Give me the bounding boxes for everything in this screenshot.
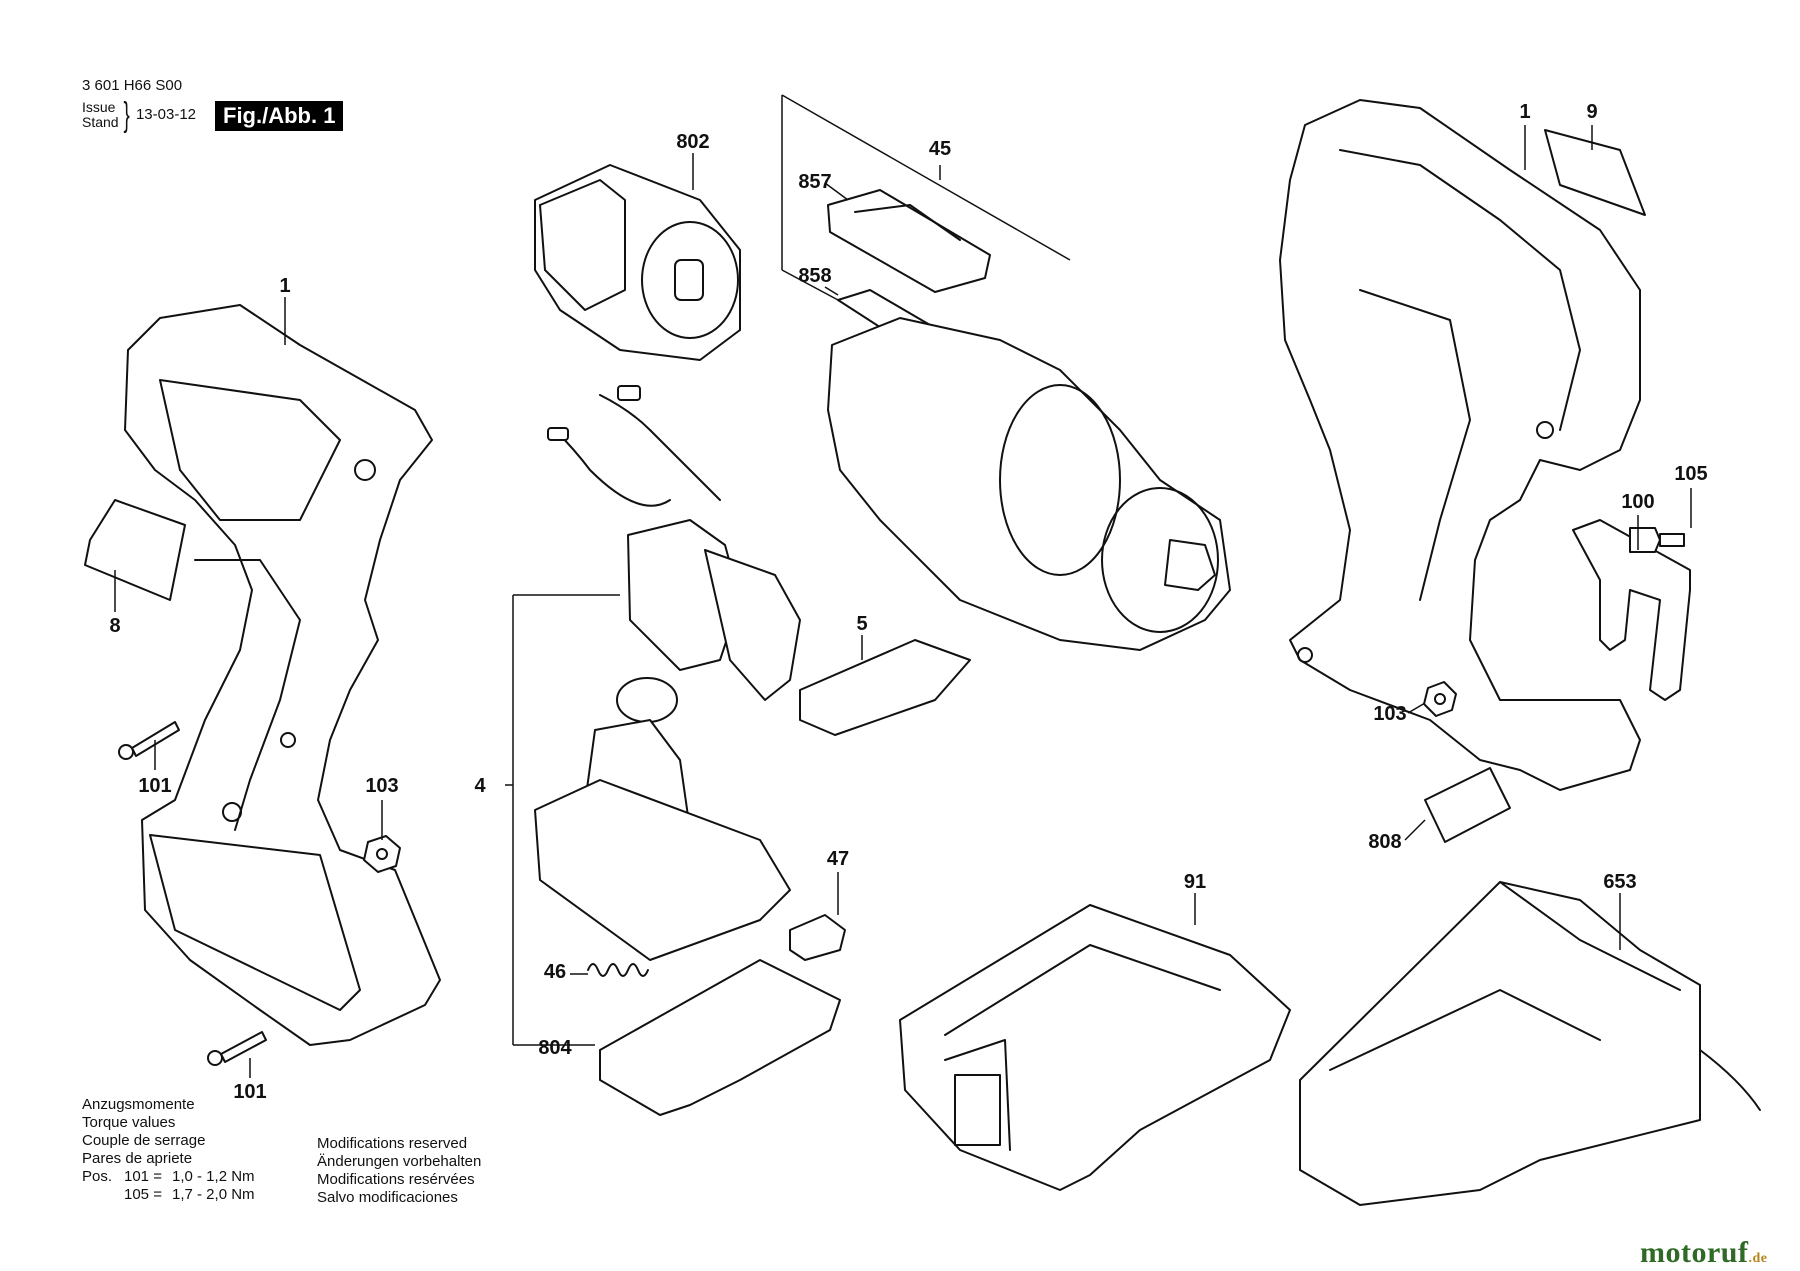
part-number-45: 45 xyxy=(929,138,951,160)
block-47 xyxy=(789,914,846,961)
torque-pos: 105 = xyxy=(124,1186,162,1203)
sticker-label-808 xyxy=(1424,767,1511,843)
pad-5 xyxy=(799,639,971,736)
nut-103-left xyxy=(363,835,401,873)
torque-title-es: Pares de apriete xyxy=(82,1150,193,1167)
figure-label: Fig./Abb. 1 xyxy=(215,101,344,131)
housing-left-half xyxy=(124,304,441,1046)
part-number-91: 91 xyxy=(1184,871,1206,893)
document-number: 3 601 H66 S00 xyxy=(82,77,183,94)
part-number-101: 101 xyxy=(138,775,171,797)
part-number-103: 103 xyxy=(365,775,398,797)
leader-lines xyxy=(114,94,1692,1078)
watermark-logo: motoruf.de xyxy=(1640,1236,1768,1269)
screw-101-lower xyxy=(207,1031,267,1066)
battery-91 xyxy=(899,904,1291,1191)
part-number-804: 804 xyxy=(538,1037,572,1059)
issue-block: Issue Stand } 13-03-12 xyxy=(82,96,196,134)
part-number-103: 103 xyxy=(1373,703,1406,725)
part-number-653: 653 xyxy=(1603,871,1636,893)
brace-symbol: } xyxy=(123,96,130,134)
torque-table: Anzugsmomente Torque values Couple de se… xyxy=(82,1096,255,1204)
torque-value: 1,0 - 1,2 Nm xyxy=(172,1168,255,1185)
part-number-9: 9 xyxy=(1586,101,1597,123)
spring-46 xyxy=(587,963,649,977)
part-number-8: 8 xyxy=(109,615,120,637)
torque-title-fr: Couple de serrage xyxy=(82,1132,206,1149)
mod-notice-en: Modifications reserved xyxy=(317,1135,468,1152)
torque-title-en: Torque values xyxy=(82,1114,176,1131)
part-number-101: 101 xyxy=(233,1081,266,1103)
issue-date: 13-03-12 xyxy=(135,106,196,123)
part-number-46: 46 xyxy=(544,961,566,983)
housing-right-half xyxy=(1279,99,1641,791)
part-number-802: 802 xyxy=(676,131,709,153)
mod-notice-fr: Modifications resérvées xyxy=(317,1171,475,1188)
part-number-1: 1 xyxy=(279,275,290,297)
motor-802 xyxy=(534,164,741,361)
issue-label: Issue xyxy=(82,99,116,115)
charger-653 xyxy=(1299,881,1761,1206)
part-number-4: 4 xyxy=(474,775,486,797)
switch-assembly-4 xyxy=(534,385,801,961)
part-number-47: 47 xyxy=(827,848,849,870)
sticker-label-9 xyxy=(1544,129,1646,216)
gearbox-chuck-45 xyxy=(827,317,1231,651)
torque-row-105: 105 = 1,7 - 2,0 Nm xyxy=(82,1186,255,1204)
plate-804 xyxy=(599,959,841,1116)
sticker-label-8 xyxy=(84,499,186,601)
stand-label: Stand xyxy=(82,114,119,130)
pos-label: Pos. xyxy=(82,1168,113,1185)
belt-clip-100 xyxy=(1572,519,1691,701)
screw-101-upper xyxy=(118,721,180,760)
torque-value: 1,7 - 2,0 Nm xyxy=(172,1186,255,1203)
part-number-808: 808 xyxy=(1368,831,1401,853)
torque-title-de: Anzugsmomente xyxy=(82,1096,195,1113)
torque-row-101: Pos. 101 = 1,0 - 1,2 Nm xyxy=(82,1168,255,1186)
switch-plate-857 xyxy=(827,189,991,293)
part-number-105: 105 xyxy=(1674,463,1707,485)
mod-notice-de: Änderungen vorbehalten xyxy=(317,1153,482,1170)
part-number-5: 5 xyxy=(856,613,867,635)
part-number-100: 100 xyxy=(1621,491,1654,513)
part-number-857: 857 xyxy=(798,171,831,193)
torque-pos: 101 = xyxy=(124,1168,162,1185)
part-number-1: 1 xyxy=(1519,101,1530,123)
mod-notice-es: Salvo modificaciones xyxy=(317,1189,458,1206)
part-number-858: 858 xyxy=(798,265,831,287)
modifications-notice: Modifications reserved Änderungen vorbeh… xyxy=(317,1135,481,1207)
